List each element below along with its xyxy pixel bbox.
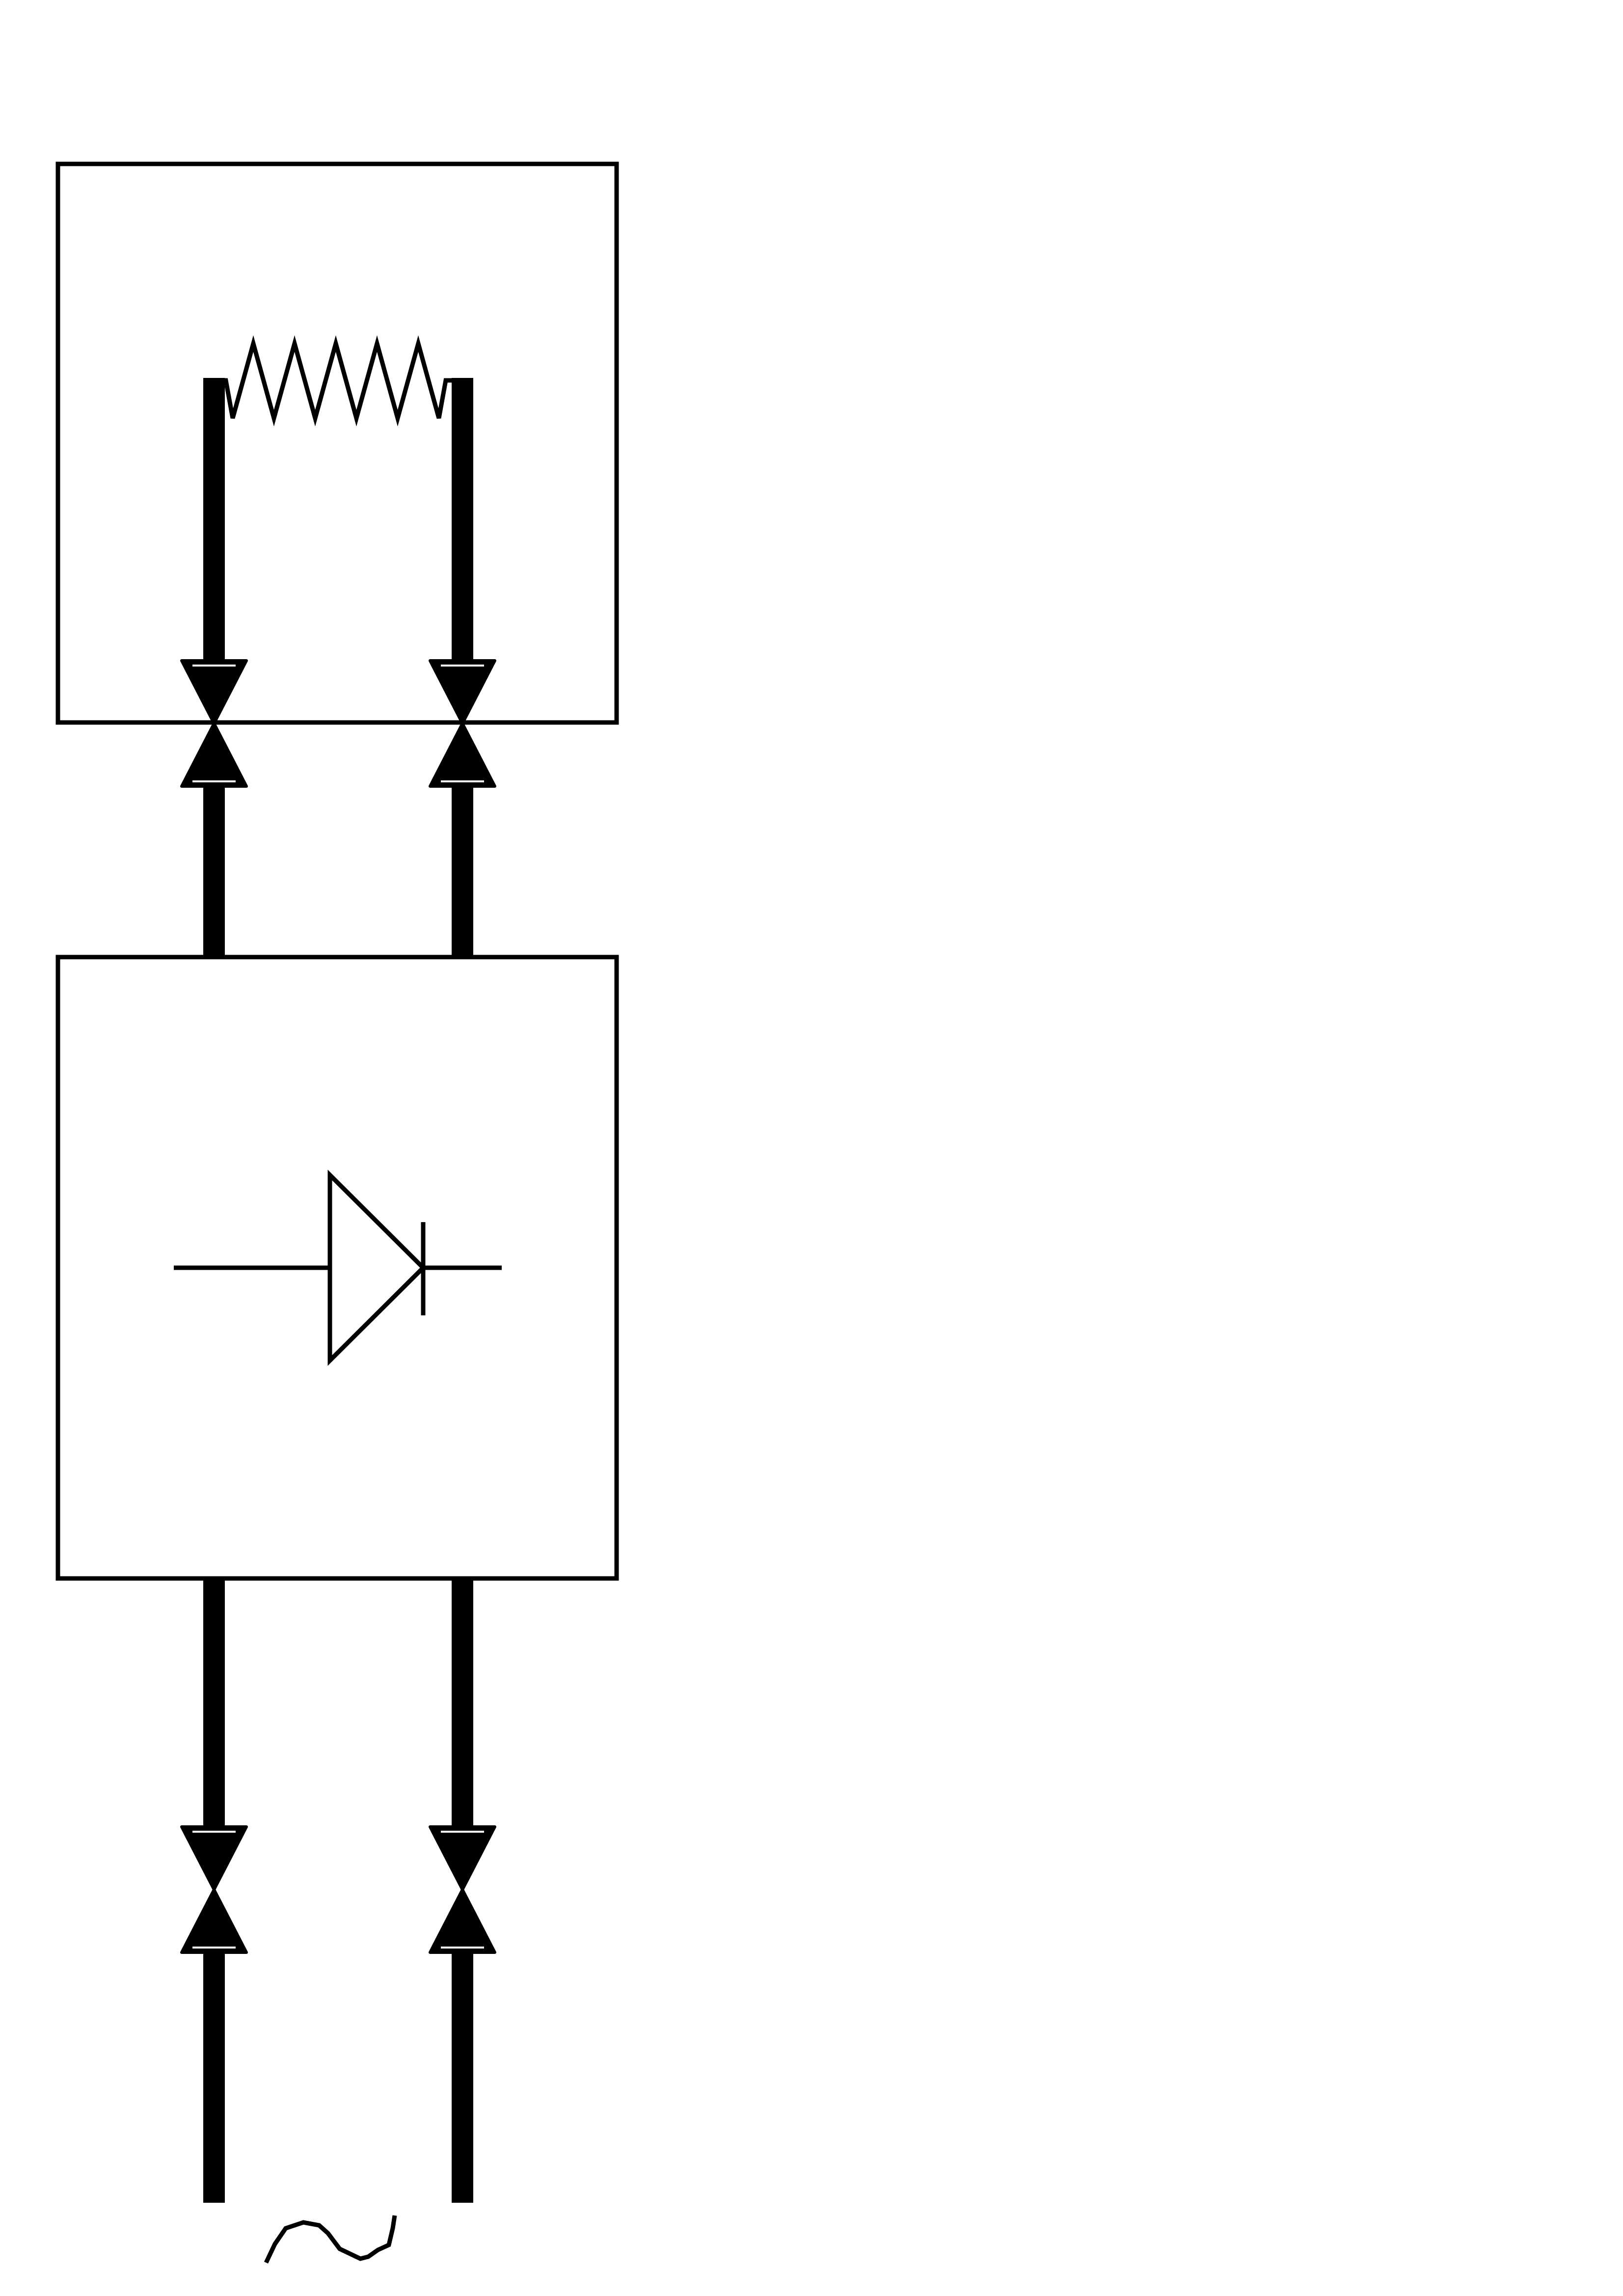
connector-lower-right xyxy=(429,1825,496,1954)
load-block xyxy=(55,161,619,725)
load-block-frame xyxy=(55,161,619,725)
diode-icon xyxy=(174,1170,502,1366)
converter-block-frame xyxy=(55,955,619,1581)
ac-source-icon xyxy=(264,2215,397,2264)
connector-lower-left xyxy=(180,1825,248,1954)
converter-block xyxy=(55,955,619,1581)
resistor-icon xyxy=(214,335,462,427)
